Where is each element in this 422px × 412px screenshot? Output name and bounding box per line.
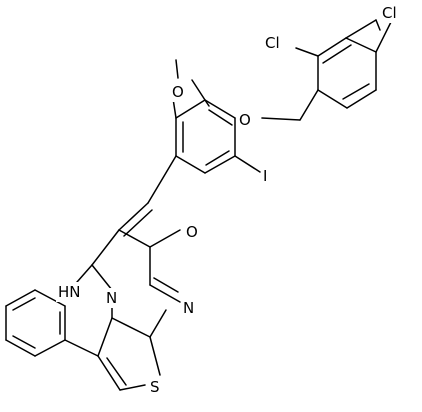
iodine-label: I (263, 167, 267, 185)
atom-labels: Cl Cl O O I O HN N N S (56, 3, 404, 397)
bond (147, 155, 177, 204)
bond (204, 99, 236, 119)
bond (5, 339, 36, 357)
oxygen-label: O (186, 223, 198, 241)
bond (234, 155, 261, 173)
bond (149, 284, 181, 303)
bond (91, 264, 113, 291)
bond (205, 150, 230, 166)
bond (375, 19, 381, 31)
bond (322, 44, 352, 64)
bond (12, 297, 36, 311)
bond (317, 89, 348, 109)
bond (342, 83, 370, 100)
bond (34, 289, 66, 307)
bond (175, 155, 206, 174)
bond (119, 384, 146, 391)
bond (175, 59, 179, 79)
bond (118, 229, 151, 248)
bond (208, 109, 233, 126)
bond (91, 229, 120, 266)
bond (118, 202, 149, 231)
bonds (5, 19, 393, 391)
bond (346, 89, 377, 109)
bond (204, 155, 236, 174)
bond (191, 79, 206, 101)
oxygen-label: O (172, 83, 184, 101)
nitrogen-label: N (106, 289, 117, 307)
bond (106, 357, 127, 386)
bond (97, 355, 121, 391)
bond (111, 317, 151, 338)
bond (149, 229, 181, 248)
bond (299, 89, 319, 121)
sulfur-label: S (150, 378, 160, 396)
chlorine-label: Cl (265, 34, 280, 52)
bond (97, 317, 113, 357)
bond (375, 19, 393, 53)
bond (149, 336, 161, 376)
bond (153, 277, 179, 293)
nitrogen-label: N (183, 299, 194, 317)
bond (204, 99, 210, 107)
bond (261, 117, 301, 121)
bond (12, 335, 36, 349)
bond (345, 37, 377, 53)
imine-label: HN (58, 283, 81, 301)
oxygen-label: O (239, 111, 251, 129)
bond (123, 209, 153, 237)
bond (64, 339, 99, 357)
bond (317, 37, 347, 57)
bond (345, 19, 377, 39)
bond (34, 339, 66, 357)
bond (295, 47, 319, 57)
chlorine-label: Cl (382, 4, 397, 22)
bond (5, 289, 36, 307)
bond (175, 99, 206, 119)
bond (149, 309, 167, 338)
